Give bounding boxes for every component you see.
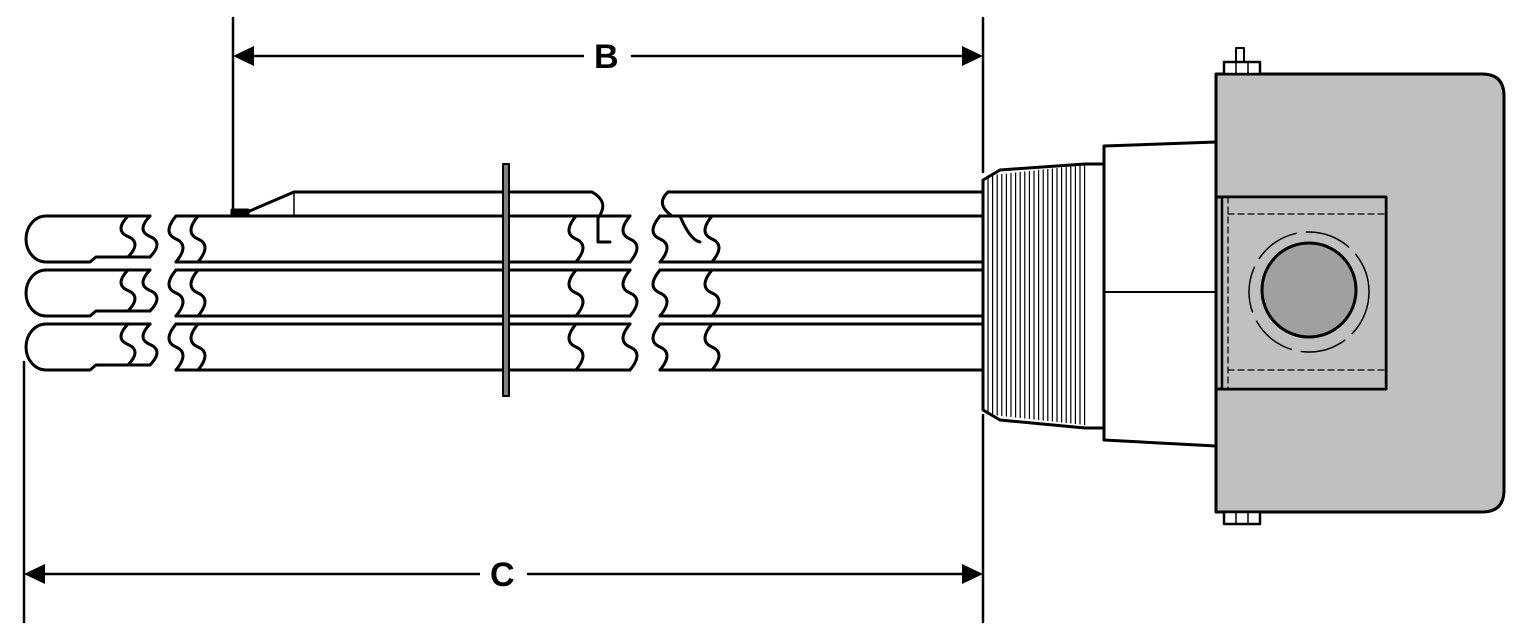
element-2-tip-segment <box>24 268 152 318</box>
element-1-break-8 <box>703 214 721 264</box>
element-1-break-3 <box>167 214 185 264</box>
terminal-housing <box>1214 47 1506 526</box>
element-1-break-2 <box>141 214 159 259</box>
top-nut <box>1222 47 1262 76</box>
element-2-break-7 <box>651 268 669 318</box>
element-2-break-2 <box>141 268 159 313</box>
element-2-break-6 <box>621 268 639 318</box>
dim-b-arrow-left <box>233 46 254 66</box>
element-3-middle-segment <box>174 322 632 372</box>
element-2-break-4 <box>189 268 207 318</box>
element-1-tip-segment <box>24 214 152 264</box>
element-3-break-8 <box>703 322 721 372</box>
thermowell-tube <box>230 190 985 244</box>
element-1-break-7 <box>651 214 669 264</box>
element-3-tip-segment <box>24 322 152 372</box>
dimension-b-label: B <box>584 40 629 74</box>
bottom-nut <box>1222 510 1262 526</box>
element-1-break-6 <box>621 214 639 264</box>
heating-elements <box>24 214 985 372</box>
element-2-break-5 <box>567 268 585 318</box>
dimension-b <box>231 16 985 212</box>
element-3-break-6 <box>621 322 639 372</box>
element-2-break-8 <box>703 268 721 318</box>
hex-body <box>1102 140 1218 448</box>
element-2-break-3 <box>167 268 185 318</box>
element-2-break-1 <box>119 268 137 313</box>
element-1-break-4 <box>189 214 207 264</box>
dimension-c <box>22 360 985 624</box>
element-3-break-3 <box>167 322 185 372</box>
element-3-break-5 <box>567 322 585 372</box>
element-2-middle-segment <box>174 268 632 318</box>
dim-b-arrow-right <box>962 46 983 66</box>
element-3-break-1 <box>119 322 137 367</box>
flange-plate <box>502 163 510 397</box>
dimension-c-label: C <box>480 558 525 592</box>
dim-c-arrow-right <box>962 564 983 584</box>
element-1-middle-segment <box>174 214 632 264</box>
element-1-break-1 <box>119 214 137 259</box>
conduit-knockout <box>1260 241 1358 339</box>
element-3-break-7 <box>651 322 669 372</box>
element-3-break-2 <box>141 322 159 367</box>
element-1-break-5 <box>567 214 585 264</box>
dim-c-arrow-left <box>24 564 45 584</box>
conduit-knockout-outer <box>1248 231 1370 353</box>
threaded-plug <box>981 162 1106 430</box>
element-3-break-4 <box>189 322 207 372</box>
